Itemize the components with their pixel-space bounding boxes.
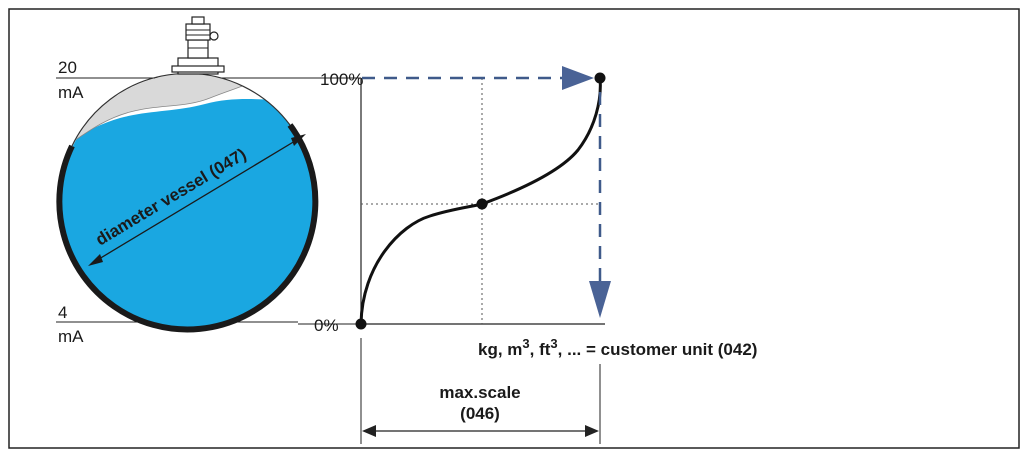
unit-sup-2: 3 xyxy=(550,336,557,351)
curve-end-point xyxy=(594,72,606,84)
level-sensor-icon xyxy=(171,16,225,75)
unit-middle: , ft xyxy=(530,340,551,359)
max-scale-arrow-right xyxy=(585,425,599,437)
unit-prefix: kg, m xyxy=(478,340,522,359)
vessel-outline xyxy=(56,123,319,333)
label-4: 4 xyxy=(58,303,67,322)
label-20-unit: mA xyxy=(58,83,84,102)
dashed-arrow-vertical-head xyxy=(589,281,611,318)
curve-mid-point xyxy=(476,198,488,210)
curve-start-point xyxy=(355,318,367,330)
vessel-top-outline xyxy=(71,72,291,147)
linearisation-chart: 100% 0% kg, m3, ft3, ... = customer unit… xyxy=(298,66,757,444)
vessel: diameter vessel (047) xyxy=(56,16,319,333)
label-20: 20 xyxy=(58,58,77,77)
max-scale-code: (046) xyxy=(460,404,500,423)
customer-unit-label: kg, m3, ft3, ... = customer unit (042) xyxy=(478,336,757,359)
diameter-arrow xyxy=(88,134,306,266)
axis-label-0: 0% xyxy=(314,316,339,335)
unit-sup-1: 3 xyxy=(522,336,529,351)
max-scale-arrow-left xyxy=(362,425,376,437)
unit-suffix: , ... = customer unit (042) xyxy=(558,340,758,359)
axis-label-100: 100% xyxy=(320,70,363,89)
label-4-unit: mA xyxy=(58,327,84,346)
figure-frame xyxy=(8,8,1020,449)
dashed-arrow-horizontal-head xyxy=(562,66,594,90)
max-scale-label: max.scale xyxy=(439,383,520,402)
